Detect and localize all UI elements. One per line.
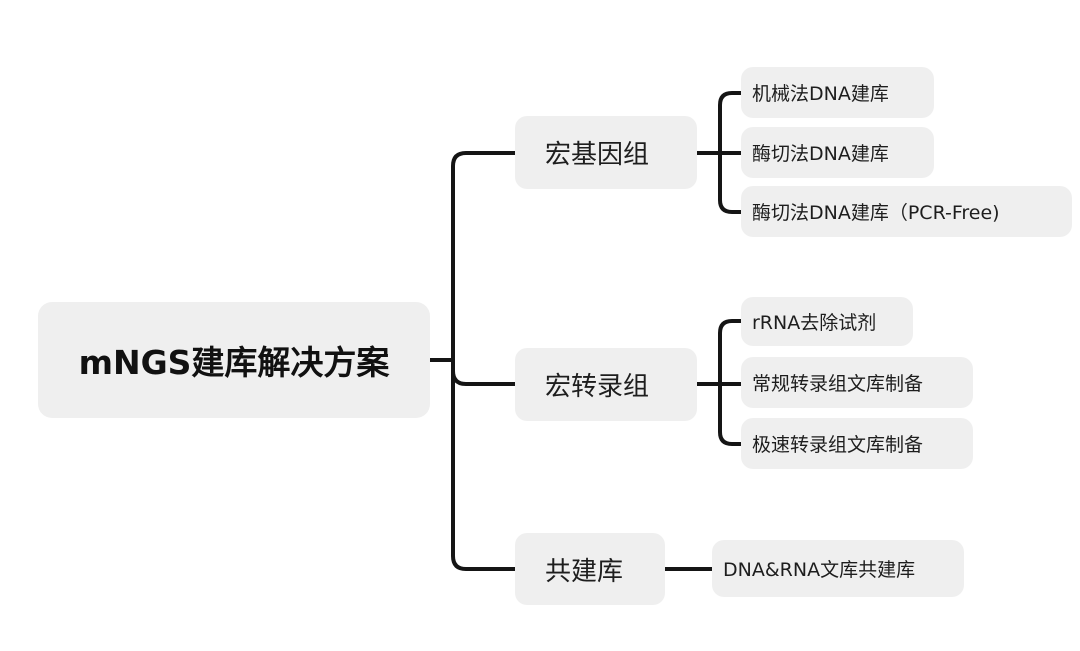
leaf-node: 机械法DNA建库 <box>741 67 934 118</box>
leaf-node: 酶切法DNA建库（PCR-Free) <box>741 186 1072 237</box>
leaf-node: 常规转录组文库制备 <box>741 357 973 408</box>
branch2-connector <box>695 319 743 446</box>
leaf-label: DNA&RNA文库共建库 <box>723 559 916 581</box>
branch1-connector <box>695 91 743 214</box>
branch-label: 宏基因组 <box>545 140 650 170</box>
leaf-node: rRNA去除试剂 <box>741 297 913 346</box>
leaf-node: 酶切法DNA建库 <box>741 127 934 178</box>
leaf-node: 极速转录组文库制备 <box>741 418 973 469</box>
branch-node-metagenome: 宏基因组 <box>515 116 697 189</box>
trunk-branch-3 <box>451 368 517 571</box>
branch-node-co-library: 共建库 <box>515 533 665 605</box>
root-node: mNGS建库解决方案 <box>38 302 430 418</box>
leaf-label: 极速转录组文库制备 <box>752 434 924 456</box>
branch-node-metatranscriptome: 宏转录组 <box>515 348 697 421</box>
branch-label: 共建库 <box>545 556 624 587</box>
root-label: mNGS建库解决方案 <box>78 343 390 382</box>
leaf-label: 酶切法DNA建库 <box>752 143 889 165</box>
leaf-label: rRNA去除试剂 <box>752 312 877 334</box>
branch-label: 宏转录组 <box>545 372 650 402</box>
leaf-label: 常规转录组文库制备 <box>752 373 924 395</box>
leaf-label: 酶切法DNA建库（PCR-Free) <box>752 202 1000 224</box>
trunk-branch-2 <box>451 358 517 386</box>
leaf-label: 机械法DNA建库 <box>752 83 889 105</box>
trunk-branch-1 <box>451 151 517 362</box>
leaf-node: DNA&RNA文库共建库 <box>712 540 964 597</box>
